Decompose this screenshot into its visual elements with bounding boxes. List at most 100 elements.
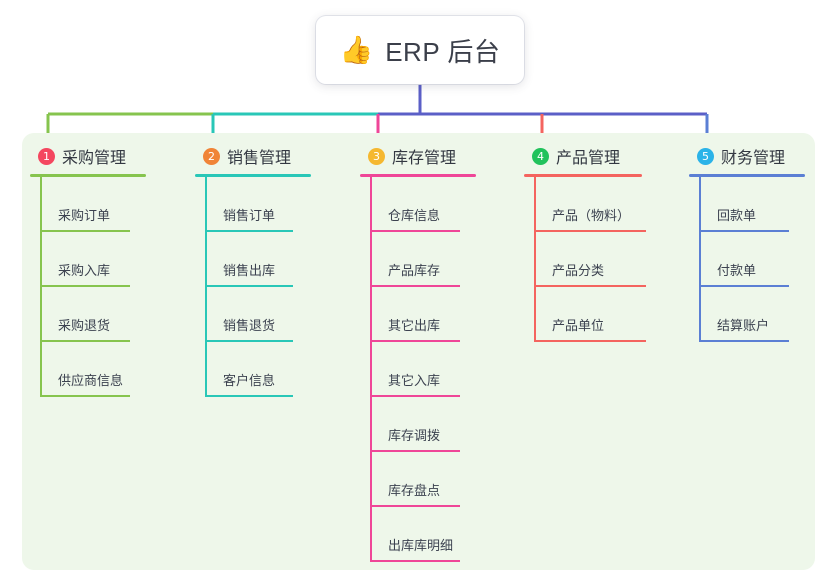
branch-index-badge: 3 xyxy=(368,147,385,165)
leaf-label: 客户信息 xyxy=(223,373,276,388)
branch-header-1[interactable]: 1 采购管理 xyxy=(30,144,148,168)
leaf-label: 仓库信息 xyxy=(388,208,441,223)
branch-column-3: 3 库存管理仓库信息产品库存其它出库其它入库库存调拨库存盘点出库库明细 xyxy=(360,144,478,562)
branch-header-4[interactable]: 4 产品管理 xyxy=(524,144,642,168)
branch-title: 销售管理 xyxy=(227,150,292,167)
leaf-node[interactable]: 销售退货 xyxy=(195,287,313,342)
leaf-node[interactable]: 付款单 xyxy=(689,232,807,287)
branch-title: 产品管理 xyxy=(556,150,621,167)
leaf-rule xyxy=(370,450,460,452)
branch-header-2[interactable]: 2 销售管理 xyxy=(195,144,313,168)
leaf-rule xyxy=(40,340,130,342)
leaf-label: 回款单 xyxy=(717,208,757,223)
branch-header-rule xyxy=(195,174,311,177)
root-title: ERP 后台 xyxy=(385,36,501,67)
leaf-node[interactable]: 销售订单 xyxy=(195,177,313,232)
leaf-rule xyxy=(205,340,293,342)
branch-header-3[interactable]: 3 库存管理 xyxy=(360,144,478,168)
branch-item-list: 仓库信息产品库存其它出库其它入库库存调拨库存盘点出库库明细 xyxy=(360,177,478,562)
leaf-label: 产品（物料） xyxy=(552,208,631,223)
leaf-label: 采购订单 xyxy=(58,208,111,223)
branch-header-5[interactable]: 5 财务管理 xyxy=(689,144,807,168)
branch-column-4: 4 产品管理产品（物料） 产品分类产品单位 xyxy=(524,144,646,342)
leaf-label: 其它出库 xyxy=(388,318,441,333)
leaf-node[interactable]: 库存调拨 xyxy=(360,397,478,452)
leaf-node[interactable]: 其它入库 xyxy=(360,342,478,397)
leaf-rule xyxy=(699,340,789,342)
branch-column-2: 2 销售管理销售订单销售出库销售退货客户信息 xyxy=(195,144,313,397)
leaf-rule xyxy=(699,230,789,232)
branch-spine xyxy=(205,177,207,397)
branch-item-list: 采购订单采购入库采购退货供应商信息 xyxy=(30,177,148,397)
leaf-label: 产品单位 xyxy=(552,318,605,333)
leaf-node[interactable]: 销售出库 xyxy=(195,232,313,287)
leaf-rule xyxy=(205,395,293,397)
root-node[interactable]: 👍 ERP 后台 xyxy=(316,16,524,84)
branch-header-rule xyxy=(524,174,642,177)
leaf-rule xyxy=(370,285,460,287)
leaf-rule xyxy=(370,340,460,342)
leaf-rule xyxy=(40,395,130,397)
leaf-rule xyxy=(370,230,460,232)
branch-header-rule xyxy=(360,174,476,177)
branch-index-badge: 1 xyxy=(38,147,55,165)
leaf-label: 其它入库 xyxy=(388,373,441,388)
branch-index-badge: 4 xyxy=(532,147,549,165)
leaf-node[interactable]: 产品分类 xyxy=(524,232,646,287)
leaf-rule xyxy=(370,395,460,397)
leaf-node[interactable]: 其它出库 xyxy=(360,287,478,342)
leaf-label: 供应商信息 xyxy=(58,373,124,388)
branch-title: 库存管理 xyxy=(392,150,457,167)
leaf-rule xyxy=(534,230,646,232)
leaf-node[interactable]: 采购入库 xyxy=(30,232,148,287)
leaf-label: 产品库存 xyxy=(388,263,441,278)
leaf-rule xyxy=(370,505,460,507)
leaf-label: 采购退货 xyxy=(58,318,111,333)
branch-title: 财务管理 xyxy=(721,150,786,167)
branch-item-list: 回款单付款单结算账户 xyxy=(689,177,807,342)
branch-spine xyxy=(40,177,42,397)
leaf-node[interactable]: 客户信息 xyxy=(195,342,313,397)
leaf-label: 付款单 xyxy=(717,263,757,278)
branch-spine xyxy=(699,177,701,342)
leaf-node[interactable]: 采购订单 xyxy=(30,177,148,232)
branch-item-list: 销售订单销售出库销售退货客户信息 xyxy=(195,177,313,397)
leaf-label: 产品分类 xyxy=(552,263,605,278)
branch-title: 采购管理 xyxy=(62,150,127,167)
leaf-label: 销售出库 xyxy=(223,263,276,278)
leaf-node[interactable]: 产品（物料） xyxy=(524,177,646,232)
leaf-node[interactable]: 回款单 xyxy=(689,177,807,232)
leaf-rule xyxy=(40,285,130,287)
leaf-rule xyxy=(40,230,130,232)
leaf-node[interactable]: 库存盘点 xyxy=(360,452,478,507)
branch-index-badge: 2 xyxy=(203,147,220,165)
leaf-node[interactable]: 仓库信息 xyxy=(360,177,478,232)
branch-column-5: 5 财务管理回款单付款单结算账户 xyxy=(689,144,807,342)
leaf-label: 采购入库 xyxy=(58,263,111,278)
leaf-node[interactable]: 产品单位 xyxy=(524,287,646,342)
leaf-rule xyxy=(370,560,460,562)
branch-index-badge: 5 xyxy=(697,147,714,165)
branch-header-rule xyxy=(689,174,805,177)
branches-panel xyxy=(22,133,815,570)
leaf-label: 库存调拨 xyxy=(388,428,441,443)
leaf-label: 库存盘点 xyxy=(388,483,441,498)
leaf-node[interactable]: 结算账户 xyxy=(689,287,807,342)
leaf-rule xyxy=(699,285,789,287)
thumbs-up-icon: 👍 xyxy=(339,34,374,65)
leaf-label: 销售退货 xyxy=(223,318,276,333)
leaf-node[interactable]: 产品库存 xyxy=(360,232,478,287)
leaf-node[interactable]: 出库库明细 xyxy=(360,507,478,562)
leaf-node[interactable]: 供应商信息 xyxy=(30,342,148,397)
branch-header-rule xyxy=(30,174,146,177)
leaf-rule xyxy=(534,340,646,342)
leaf-label: 出库库明细 xyxy=(388,538,454,553)
leaf-rule xyxy=(534,285,646,287)
leaf-label: 销售订单 xyxy=(223,208,276,223)
branch-column-1: 1 采购管理采购订单采购入库采购退货供应商信息 xyxy=(30,144,148,397)
branch-spine xyxy=(534,177,536,342)
leaf-node[interactable]: 采购退货 xyxy=(30,287,148,342)
leaf-rule xyxy=(205,285,293,287)
branch-spine xyxy=(370,177,372,562)
